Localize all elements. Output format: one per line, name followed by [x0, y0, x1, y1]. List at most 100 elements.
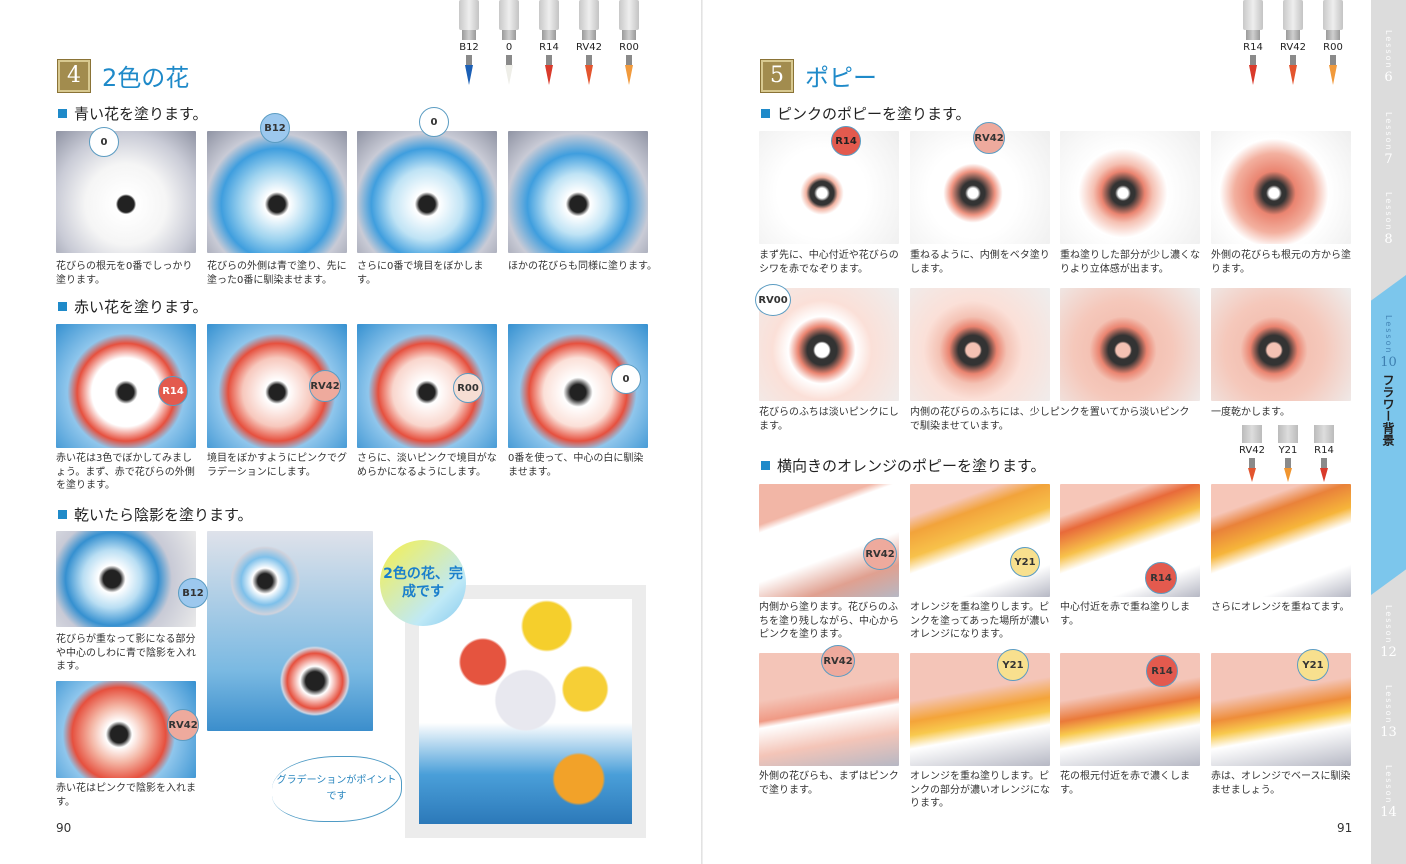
subsection-heading: ピンクのポピーを塗ります。	[761, 103, 971, 124]
step-photo	[759, 131, 899, 244]
marker-pen: R00	[1319, 0, 1347, 85]
subsection-heading: 青い花を塗ります。	[58, 103, 208, 124]
step-photo	[1211, 131, 1351, 244]
tab-number: 14	[1380, 804, 1397, 820]
section-heading: ポピー	[805, 64, 877, 92]
color-marker-bubble: Y21	[997, 649, 1029, 681]
step-photo	[357, 131, 497, 253]
step-photo	[1060, 653, 1200, 766]
tab-label: Lesson	[1384, 192, 1393, 232]
step-photo	[910, 288, 1050, 401]
pen-set: R14 RV42 R00	[1239, 0, 1347, 85]
anime-girl-artwork	[419, 599, 632, 824]
step-photo	[1060, 484, 1200, 597]
pen-code: R14	[539, 42, 559, 53]
step-photo	[508, 131, 648, 253]
pen-code: RV42	[1280, 42, 1306, 53]
color-marker-bubble: R14	[831, 126, 861, 156]
step-photo	[56, 131, 196, 253]
complete-badge: 2色の花、完成です	[380, 540, 466, 626]
page-number: 90	[56, 821, 72, 835]
tab-number: 6	[1384, 69, 1393, 85]
step-caption: 花びらが重なって影になる部分や中心のしわに青で陰影を入れます。	[56, 634, 196, 672]
tab-label: Lesson	[1384, 112, 1393, 152]
color-marker-bubble: RV42	[821, 645, 855, 677]
right-page: 5 ポピー R14 RV42 R00 ピンクのポピーを塗ります。 R14 RV4…	[703, 0, 1406, 864]
book-spine	[701, 0, 703, 864]
color-marker-bubble: R00	[453, 373, 483, 403]
marker-pen: B12	[455, 0, 483, 85]
step-caption: オレンジを重ね塗りします。ピンクの部分が濃いオレンジになります。	[910, 771, 1050, 809]
tab-label: Lesson	[1384, 605, 1393, 645]
pen-code: B12	[459, 42, 479, 53]
color-marker-bubble: B12	[178, 578, 208, 608]
marker-pen: RV42	[1279, 0, 1307, 85]
marker-pen: R14	[1310, 425, 1338, 482]
color-marker-bubble: RV42	[309, 370, 341, 402]
pen-code: R14	[1314, 445, 1334, 456]
tab-number: 10	[1380, 354, 1397, 370]
pen-code: RV42	[1239, 445, 1265, 456]
section-number-badge: 4	[57, 58, 91, 93]
step-photo	[1060, 131, 1200, 244]
section-heading: 2色の花	[102, 64, 190, 92]
color-marker-bubble: R14	[158, 376, 188, 406]
step-caption: 花びらの根元を0番でしっかり塗ります。	[56, 261, 193, 286]
color-marker-bubble: 0	[89, 127, 119, 157]
marker-pen: R14	[535, 0, 563, 85]
tab-number: 8	[1384, 231, 1393, 247]
marker-pen: RV42	[575, 0, 603, 85]
subsection-heading: 横向きのオレンジのポピーを塗ります。	[761, 455, 1046, 476]
pen-code: R00	[1323, 42, 1343, 53]
color-marker-bubble: Y21	[1297, 649, 1329, 681]
marker-pen: RV42	[1238, 425, 1266, 482]
step-caption: 赤い花は3色でぼかしてみましょう。まず、赤で花びらの外側を塗ります。	[56, 453, 195, 491]
marker-pen: 0	[495, 0, 523, 85]
marker-pen: R00	[615, 0, 643, 85]
tab-label: Lesson	[1384, 315, 1393, 355]
step-caption: 一度乾かします。	[1211, 407, 1290, 418]
step-caption: まず先に、中心付近や花びらのシワを赤でなぞります。	[759, 250, 899, 275]
marker-pen: R14	[1239, 0, 1267, 85]
step-caption: 内側から塗ります。花びらのふちを塗り残しながら、中心からピンクを塗ります。	[759, 602, 899, 640]
pen-code: RV42	[576, 42, 602, 53]
step-caption: 重ね塗りした部分が少し濃くなりより立体感が出ます。	[1060, 250, 1200, 275]
tab-title: フラワー背景	[1381, 373, 1395, 446]
section-number-badge: 5	[760, 58, 794, 93]
color-marker-bubble: RV42	[167, 709, 199, 741]
step-photo	[1211, 653, 1351, 766]
step-caption: 赤は、オレンジでベースに馴染ませましょう。	[1211, 771, 1351, 796]
step-caption: 外側の花びらも、まずはピンクで塗ります。	[759, 771, 899, 796]
step-photo	[910, 653, 1050, 766]
pen-set: B12 0 R14 RV42 R00	[455, 0, 643, 85]
step-caption: 重ねるように、内側をベタ塗りします。	[910, 250, 1050, 275]
subsection-heading: 乾いたら陰影を塗ります。	[58, 504, 253, 525]
step-caption: さらに0番で境目をぼかします。	[357, 261, 484, 286]
step-caption: 花びらの外側は青で塗り、先に塗った0番に馴染ませます。	[207, 261, 347, 286]
color-marker-bubble: RV42	[863, 538, 897, 570]
step-caption: 花びらのふちは淡いピンクにします。	[759, 407, 899, 432]
step-photo	[56, 531, 196, 627]
color-marker-bubble: B12	[260, 113, 290, 143]
page-number: 91	[1337, 821, 1353, 835]
step-caption: 赤い花はピンクで陰影を入れます。	[56, 783, 196, 808]
step-caption: 花の根元付近を赤で濃くします。	[1060, 771, 1190, 796]
tab-label: Lesson	[1384, 685, 1393, 725]
color-marker-bubble: R14	[1145, 562, 1177, 594]
step-photo	[910, 484, 1050, 597]
step-photo	[207, 131, 347, 253]
pen-code: 0	[505, 42, 513, 53]
color-marker-bubble: 0	[419, 107, 449, 137]
tab-label: Lesson	[1384, 765, 1393, 805]
step-caption: 中心付近を赤で重ね塗りします。	[1060, 602, 1190, 627]
step-caption: 内側の花びらのふちには、少しピンクを置いてから淡いピンクで馴染ませています。	[910, 407, 1190, 432]
finished-illustration	[405, 585, 646, 838]
color-marker-bubble: RV42	[973, 122, 1005, 154]
